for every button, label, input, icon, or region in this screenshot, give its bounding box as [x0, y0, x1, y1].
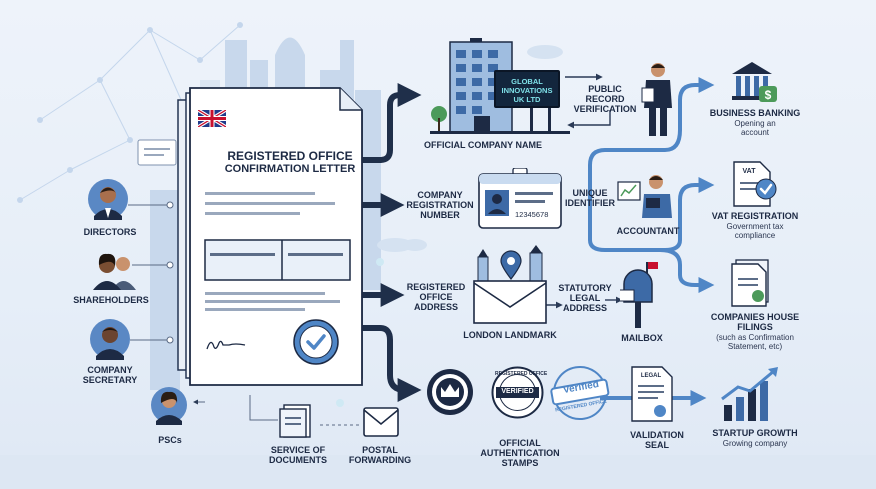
growth-chart-icon	[721, 367, 778, 421]
letter-title-line2: CONFIRMATION LETTER	[224, 163, 356, 175]
mailbox-icon	[620, 262, 658, 328]
label-official-authentication-stamps: OFFICIAL AUTHENTICATION STAMPS	[480, 438, 560, 468]
signature-icon	[206, 340, 246, 350]
label-business-banking: BUSINESS BANKING	[709, 108, 801, 118]
director-avatar	[88, 179, 128, 220]
label-official-company-name: OFFICIAL COMPANY NAME	[423, 140, 542, 150]
label-registered-office-address: REGISTERED OFFICE ADDRESS	[406, 282, 466, 312]
id-card-icon	[478, 168, 562, 229]
verified-stamp-blue	[550, 366, 610, 420]
documents-icon	[279, 404, 311, 438]
node-dot	[166, 201, 174, 209]
sub-business-banking: Opening an account	[734, 119, 776, 137]
svg-text:$: $	[765, 88, 772, 102]
shareholders-avatar	[93, 253, 136, 290]
sub-vat-registration: Government tax compliance	[726, 222, 784, 240]
label-companies-house-filings: COMPANIES HOUSE FILINGS	[710, 312, 800, 332]
arrow-to-stamps	[345, 325, 422, 402]
label-accountant: ACCOUNTANT	[616, 226, 680, 236]
label-service-of-documents: SERVICE OF DOCUMENTS	[269, 445, 327, 465]
seal-check-icon	[293, 319, 339, 365]
arrow-to-business-banking	[588, 77, 715, 225]
check-badge-icon	[755, 178, 777, 200]
validation-document-icon	[631, 366, 673, 422]
crown-seal-icon	[427, 369, 473, 415]
psc-avatar	[151, 387, 187, 425]
building-icon	[430, 38, 570, 134]
company-sign-board: GLOBAL INNOVATIONS UK LTD	[494, 70, 560, 108]
london-landmark-envelope	[473, 245, 547, 324]
filings-documents-icon	[731, 259, 769, 307]
arrow-to-company-name	[355, 83, 422, 163]
ground	[0, 455, 876, 489]
stamp-verified-1: VERIFIED	[501, 388, 534, 395]
label-unique-identifier: UNIQUE IDENTIFIER	[564, 188, 615, 208]
sub-companies-house-filings: (such as Confirmation Statement, etc)	[716, 333, 794, 351]
vat-doc-label: VAT	[742, 168, 756, 175]
public-record-officer	[641, 63, 672, 136]
uk-flag-icon	[198, 110, 226, 127]
node-dot	[166, 336, 174, 344]
dollar-icon: $	[759, 86, 777, 102]
arrow-to-filings	[659, 248, 715, 293]
envelope-icon	[363, 407, 399, 437]
label-company-secretary: COMPANY SECRETARY	[82, 365, 138, 385]
label-mailbox: MAILBOX	[621, 333, 663, 343]
label-startup-growth: STARTUP GROWTH	[712, 428, 798, 438]
accountant-figure	[617, 175, 672, 218]
label-postal-forwarding: POSTAL FORWARDING	[348, 445, 412, 465]
letter-title-line1: REGISTERED OFFICE	[227, 149, 353, 163]
clouds	[377, 45, 563, 252]
arrow-from-public-record	[567, 110, 611, 129]
label-pscs: PSCs	[158, 435, 182, 445]
id-card-number: 12345678	[515, 210, 549, 219]
label-vat-registration: VAT REGISTRATION	[711, 211, 799, 221]
label-public-record-verification: PUBLIC RECORD VERIFICATION	[573, 84, 637, 114]
connector-service	[249, 395, 278, 421]
network-nodes	[17, 22, 243, 203]
label-statutory-legal-address: STATUTORY LEGAL ADDRESS	[558, 283, 612, 313]
label-london-landmark: LONDON LANDMARK	[463, 330, 557, 340]
arrow-to-vat	[588, 177, 715, 252]
stamp-ring-text-1: REGISTERED OFFICE	[495, 371, 548, 377]
node-dot	[166, 261, 174, 269]
label-company-registration-number: COMPANY REGISTRATION NUMBER	[406, 190, 474, 220]
label-shareholders: SHAREHOLDERS	[73, 295, 149, 305]
validation-doc-label: LEGAL	[640, 373, 662, 379]
label-validation-seal: VALIDATION SEAL	[630, 430, 684, 450]
location-pin-icon	[500, 250, 522, 280]
secretary-avatar	[90, 319, 130, 360]
verified-stamp-round	[491, 366, 544, 419]
label-directors: DIRECTORS	[83, 227, 137, 237]
sub-startup-growth: Growing company	[722, 439, 788, 448]
